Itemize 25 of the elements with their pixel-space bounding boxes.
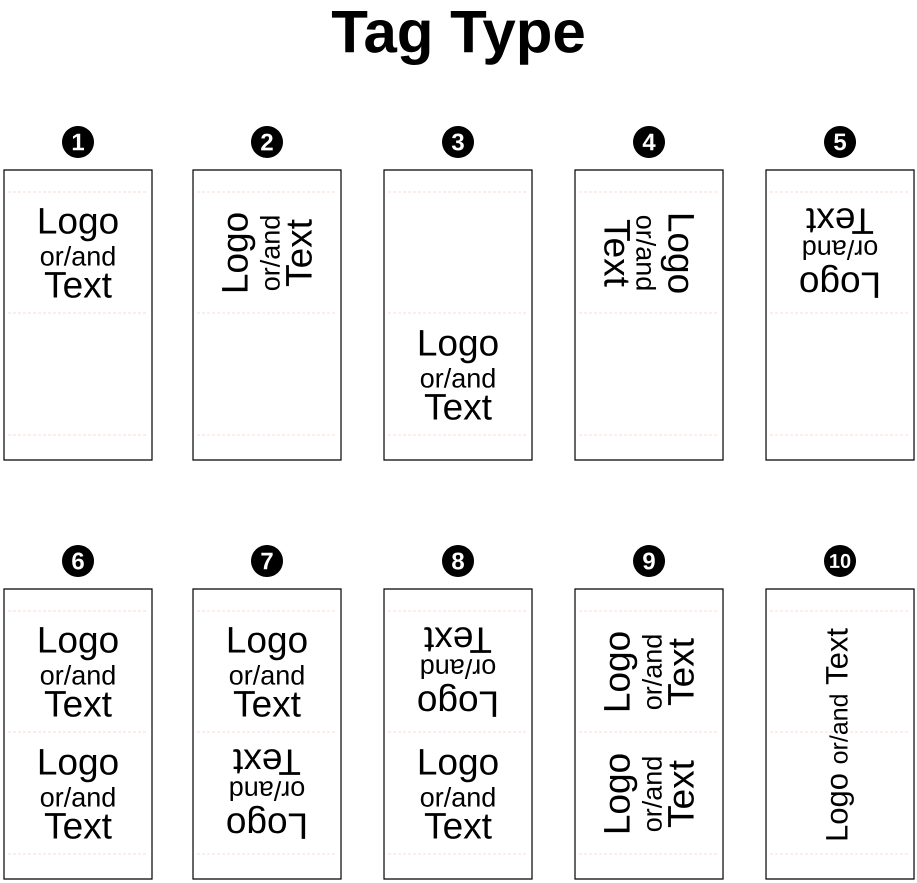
number-badge: 3 bbox=[442, 126, 474, 158]
tag-text: Logo or/and Text bbox=[604, 632, 694, 710]
number-badge: 9 bbox=[633, 545, 665, 577]
number-badge: 4 bbox=[633, 126, 665, 158]
tag-text: Logo or/and Text bbox=[604, 214, 694, 293]
number-badge: 10 bbox=[824, 545, 856, 577]
title: Tag Type bbox=[332, 11, 584, 65]
tag-text: Logo or/and Text bbox=[826, 628, 854, 840]
number-badge: 7 bbox=[251, 545, 283, 577]
tag-text: Logo or/and Text bbox=[40, 749, 118, 839]
number-badge: 2 bbox=[251, 126, 283, 158]
tag-text: Logo or/and Text bbox=[420, 749, 498, 839]
number-badge: 8 bbox=[442, 545, 474, 577]
tag-text: Logo or/and Text bbox=[228, 627, 307, 717]
tag-text: Logo or/and Text bbox=[420, 330, 498, 420]
tag-text: Logo or/and Text bbox=[418, 627, 496, 717]
tag-text: Logo or/and Text bbox=[604, 754, 694, 832]
tag-text: Logo or/and Text bbox=[40, 627, 118, 717]
number-badge: 6 bbox=[62, 545, 94, 577]
number-badge: 5 bbox=[824, 126, 856, 158]
number-badge: 1 bbox=[62, 126, 94, 158]
tag-text: Logo or/and Text bbox=[40, 208, 118, 298]
tag-text: Logo or/and Text bbox=[800, 208, 878, 298]
tag-text: Logo or/and Text bbox=[227, 749, 306, 839]
tag-text: Logo or/and Text bbox=[222, 213, 312, 292]
